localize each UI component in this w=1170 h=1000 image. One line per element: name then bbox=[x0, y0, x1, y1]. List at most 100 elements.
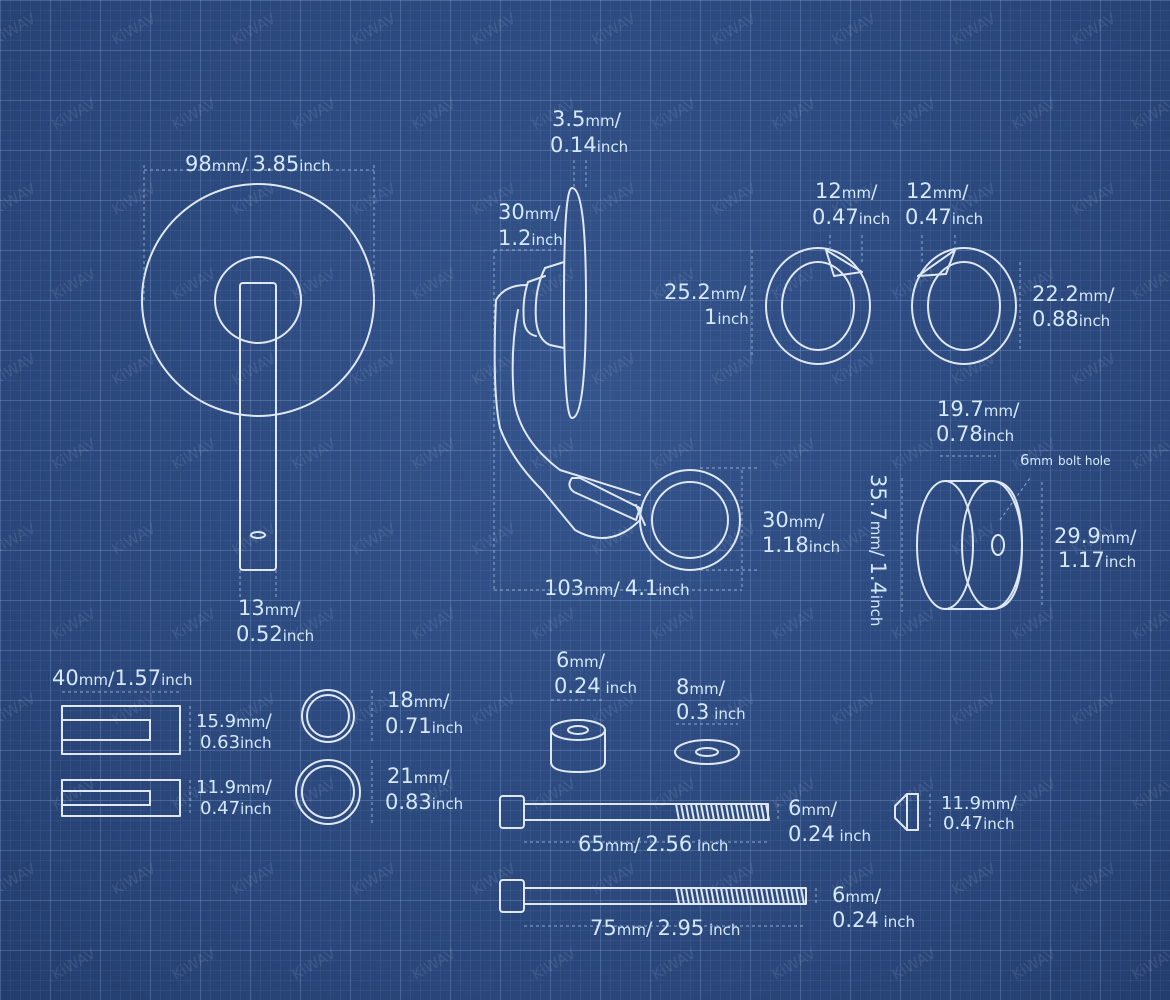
slash: / bbox=[874, 885, 882, 907]
ring-large bbox=[295, 759, 373, 825]
bolt-hole-mm: 6 bbox=[1020, 451, 1030, 469]
unit-inch: inch bbox=[717, 310, 749, 328]
shim-b-diameter-inch-label: 0.88inch bbox=[1032, 309, 1110, 330]
unit-mm: mm bbox=[1078, 287, 1108, 305]
bolt-thread bbox=[765, 803, 770, 821]
bolt-thread bbox=[690, 887, 695, 905]
shim-a-width-mm: 12 bbox=[815, 179, 842, 203]
slash: / bbox=[866, 550, 888, 557]
ring-a-diameter-inch: 0.71 bbox=[385, 714, 432, 738]
bar-end-cap bbox=[901, 455, 1043, 612]
unit-inch: inch bbox=[240, 800, 272, 818]
arm-length-mm: 103 bbox=[544, 576, 585, 600]
bolt-thread bbox=[755, 803, 760, 821]
wedge-nut-mm-label: 11.9mm/ bbox=[941, 794, 1017, 813]
wedge-nut-inch: 0.47 bbox=[943, 813, 984, 834]
slash: / bbox=[613, 578, 620, 600]
unit-mm: mm bbox=[689, 680, 719, 698]
end-cap-height-label: 35.7mm/ 1.4inch bbox=[866, 474, 890, 626]
unit-inch: inch bbox=[834, 827, 871, 845]
clamp-diameter-mm: 30 bbox=[762, 508, 789, 532]
shim-b-diameter-mm-label: 22.2mm/ bbox=[1032, 284, 1114, 305]
unit-mm: mm bbox=[524, 205, 554, 223]
slash: / bbox=[614, 109, 622, 131]
shim-ring-b bbox=[911, 235, 1021, 365]
washer bbox=[674, 723, 740, 765]
bolt-a-length-inch: 2.56 bbox=[645, 832, 693, 856]
unit-inch: inch bbox=[951, 210, 984, 228]
bolt-thread bbox=[790, 887, 795, 905]
unit-mm: mm bbox=[236, 779, 266, 797]
ring-b-diameter-mm: 21 bbox=[387, 764, 414, 788]
slash: / bbox=[961, 181, 969, 203]
spacer-length-mm-label: 6mm/ bbox=[556, 650, 605, 671]
slash: / bbox=[830, 798, 838, 820]
bolt-thread bbox=[760, 887, 765, 905]
bolt-thread bbox=[785, 887, 790, 905]
shim-a-width-inch: 0.47 bbox=[812, 205, 859, 229]
insert-length-inch: 1.57 bbox=[114, 666, 162, 690]
unit-inch: inch bbox=[299, 157, 331, 175]
wedge-nut-inch-label: 0.47inch bbox=[943, 815, 1015, 833]
slash: / bbox=[740, 282, 747, 304]
slash: / bbox=[265, 710, 272, 732]
bolt-thread bbox=[705, 803, 710, 821]
unit-inch: inch bbox=[161, 671, 193, 689]
shim-b-width-inch-label: 0.47inch bbox=[905, 207, 983, 228]
bolt-a-diameter-mm: 6 bbox=[788, 796, 802, 820]
unit-mm: mm bbox=[585, 112, 615, 130]
end-cap-height-mm: 35.7 bbox=[866, 474, 890, 521]
bolt-thread bbox=[730, 887, 735, 905]
slash: / bbox=[442, 766, 450, 788]
glass-thickness-mm-label: 3.5mm/ bbox=[552, 109, 621, 130]
bar-insert-large bbox=[61, 691, 191, 755]
bolt-thread bbox=[695, 887, 700, 905]
bolt-thread bbox=[710, 887, 715, 905]
unit-mm: mm bbox=[867, 520, 885, 550]
bolt-thread bbox=[800, 887, 805, 905]
bolt-thread bbox=[735, 803, 740, 821]
bolt-thread bbox=[765, 887, 770, 905]
bolt-thread bbox=[710, 803, 715, 821]
unit-mm: mm bbox=[584, 581, 614, 599]
mirror-width-inch: 3.85 bbox=[252, 152, 300, 176]
shim-a-diameter-inch-label: 1inch bbox=[704, 307, 749, 328]
unit-inch: inch bbox=[692, 837, 729, 855]
unit-mm: mm bbox=[616, 921, 646, 939]
bolt-b-diameter-inch: 0.24 bbox=[832, 908, 879, 932]
shim-a-diameter-inch: 1 bbox=[704, 305, 718, 329]
unit-inch: inch bbox=[878, 913, 915, 931]
unit-inch: inch bbox=[600, 679, 637, 697]
head-depth-inch: 1.2 bbox=[498, 226, 532, 250]
insert-a-diameter-inch: 0.63 bbox=[200, 732, 241, 753]
slash: / bbox=[1108, 284, 1115, 306]
clamp-diameter-inch: 1.18 bbox=[762, 533, 809, 557]
unit-inch: inch bbox=[858, 210, 891, 228]
bolt-b-diameter-mm: 6 bbox=[832, 883, 846, 907]
slash: / bbox=[870, 181, 878, 203]
bolt-thread bbox=[740, 803, 745, 821]
bolt-a-length-mm: 65 bbox=[578, 832, 605, 856]
head-depth-inch-label: 1.2inch bbox=[498, 228, 563, 249]
bolt-thread bbox=[690, 803, 695, 821]
shim-b-width-mm: 12 bbox=[906, 179, 933, 203]
washer-thickness-inch: 0.3 bbox=[676, 700, 710, 724]
unit-mm: mm bbox=[78, 671, 108, 689]
unit-mm: mm bbox=[413, 769, 443, 787]
bolt-a-diameter-mm-label: 6mm/ bbox=[788, 798, 837, 819]
bolt-b-diameter-inch-label: 0.24 inch bbox=[832, 910, 915, 931]
bolt-a-diameter-inch: 0.24 bbox=[788, 822, 835, 846]
unit-mm: mm bbox=[788, 513, 818, 531]
ring-b-diameter-inch: 0.83 bbox=[385, 790, 432, 814]
slash: / bbox=[1130, 526, 1137, 548]
unit-inch: inch bbox=[282, 627, 315, 645]
spacer-length-inch: 0.24 bbox=[554, 674, 601, 698]
bolt-thread bbox=[770, 887, 775, 905]
insert-length-label: 40mm/1.57inch bbox=[52, 668, 193, 689]
shim-b-diameter-inch: 0.88 bbox=[1032, 307, 1079, 331]
insert-b-diameter-inch: 0.47 bbox=[200, 798, 241, 819]
bolt-thread bbox=[695, 803, 700, 821]
bolt-thread bbox=[775, 887, 780, 905]
